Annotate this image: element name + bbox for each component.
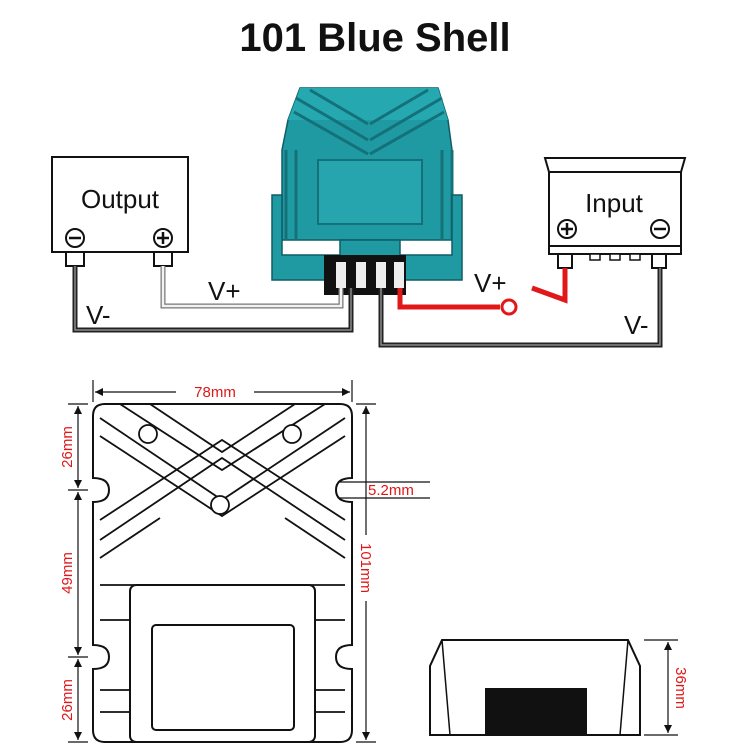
top-view-drawing: 78mm 26mm 49mm 26mm 101mm 5.2mm	[59, 380, 430, 743]
input-terminal-box: Input	[543, 157, 687, 269]
wiring-diagram: Output Input	[51, 87, 687, 348]
dimension-length: 101mm	[357, 543, 374, 593]
input-positive-wire	[397, 268, 568, 316]
input-label: Input	[585, 188, 644, 218]
dimension-slot: 5.2mm	[368, 482, 414, 499]
output-negative-wire	[72, 266, 354, 333]
plus-icon	[153, 228, 173, 248]
side-view-drawing: 36mm	[429, 639, 689, 736]
dimension-height: 36mm	[672, 667, 689, 709]
input-negative-wire	[378, 268, 663, 348]
dimension-width: 78mm	[194, 384, 236, 401]
output-terminal-box: Output	[51, 156, 189, 267]
minus-icon	[65, 228, 85, 248]
output-vminus-label: V-	[86, 300, 111, 330]
output-label: Output	[81, 184, 160, 214]
diagram-title: 101 Blue Shell	[239, 16, 511, 60]
minus-icon	[650, 219, 670, 239]
input-vplus-label: V+	[474, 268, 507, 298]
dimension-middle-section: 49mm	[59, 552, 76, 594]
plus-icon	[557, 219, 577, 239]
converter-shell	[271, 87, 463, 295]
input-vminus-label: V-	[624, 310, 649, 340]
dimension-bottom-section: 26mm	[59, 679, 76, 721]
output-positive-wire	[160, 266, 344, 309]
dimension-top-section: 26mm	[59, 426, 76, 468]
output-vplus-label: V+	[208, 276, 241, 306]
